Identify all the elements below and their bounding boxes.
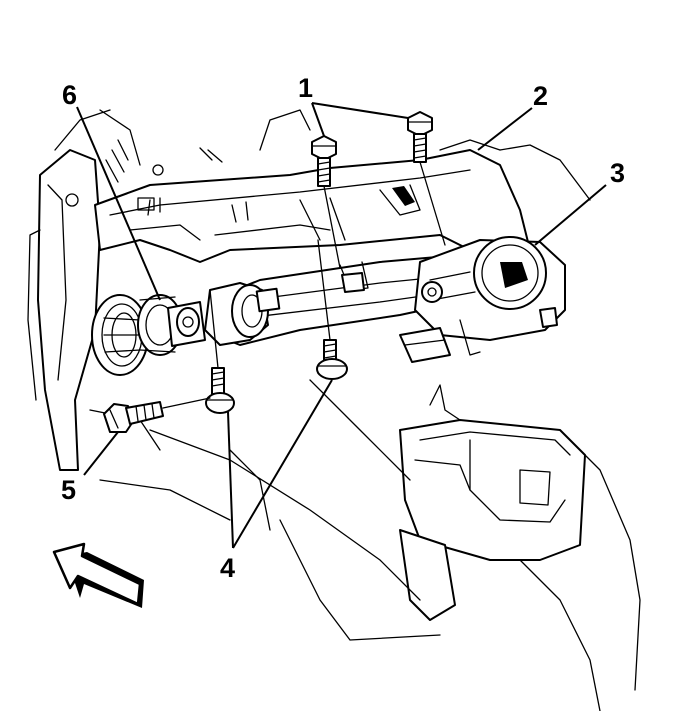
floor-lines xyxy=(89,379,441,641)
callout-5: 5 xyxy=(61,475,76,505)
floor-console xyxy=(399,384,641,711)
upper-bolt-left xyxy=(311,135,341,269)
lower-bolt-right xyxy=(316,239,348,380)
callout-4: 4 xyxy=(220,553,235,583)
forward-arrow-icon xyxy=(52,542,144,608)
callout-6: 6 xyxy=(62,80,77,110)
intermediate-shaft-coupling xyxy=(137,294,206,356)
left-body-panel xyxy=(27,109,164,471)
callout-1: 1 xyxy=(298,73,313,103)
leader-lines xyxy=(76,102,607,549)
lower-bolt-left xyxy=(205,289,235,414)
ignition-lock-housing xyxy=(399,236,566,363)
callout-2: 2 xyxy=(533,81,548,111)
pinch-bolt xyxy=(103,397,211,433)
dash-support-bracket xyxy=(94,109,591,263)
callout-3: 3 xyxy=(610,158,625,188)
upper-bolt-right xyxy=(407,111,446,246)
